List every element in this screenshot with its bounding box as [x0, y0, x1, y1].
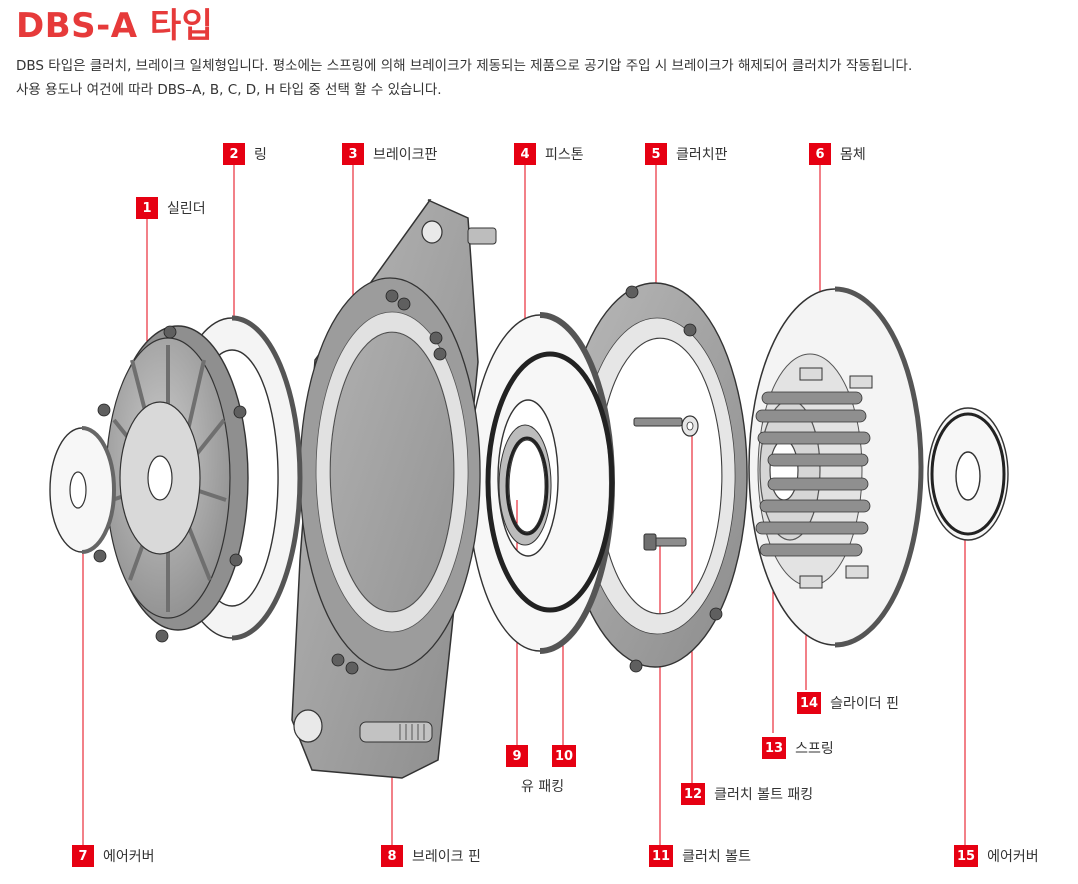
callout-7-number: 7: [72, 845, 94, 867]
callout-12-number: 12: [681, 783, 706, 805]
callout-15: 15 에어커버: [954, 845, 1039, 867]
part-clutch-bolt-packing: [681, 415, 699, 437]
callout-10-number: 10: [552, 745, 577, 767]
callout-10: 10: [552, 745, 577, 767]
callout-5-number: 5: [645, 143, 667, 165]
callout-13: 13 스프링: [762, 737, 834, 759]
callout-7-label: 에어커버: [103, 849, 155, 865]
callout-4-label: 피스톤: [545, 147, 584, 163]
callout-6-label: 몸체: [840, 147, 866, 163]
callout-5-label: 클러치판: [676, 147, 728, 163]
callout-14-number: 14: [797, 692, 822, 714]
part-clutch-plate: [562, 282, 748, 673]
callout-3: 3 브레이크판: [342, 143, 437, 165]
callout-12-label: 클러치 볼트 패킹: [714, 787, 814, 803]
callout-3-label: 브레이크판: [373, 147, 438, 163]
callout-4-number: 4: [514, 143, 536, 165]
part-body: [748, 286, 924, 648]
description: DBS 타입은 클러치, 브레이크 일체형입니다. 평소에는 스프링에 의해 브…: [16, 54, 912, 102]
callout-2-label: 링: [254, 147, 267, 163]
callout-2-number: 2: [223, 143, 245, 165]
part-air-cover-right: [927, 407, 1009, 541]
part-brake-plate: [291, 199, 481, 779]
page-title: DBS-A 타입: [16, 6, 214, 46]
description-line-2: 사용 용도나 여건에 따라 DBS–A, B, C, D, H 타입 중 선택 …: [16, 82, 442, 98]
part-u-packing: [498, 424, 552, 546]
callout-15-label: 에어커버: [987, 849, 1039, 865]
callout-1-label: 실린더: [167, 201, 206, 217]
part-cylinder: [93, 325, 249, 643]
callout-4: 4 피스톤: [514, 143, 584, 165]
part-air-cover-left: [49, 426, 116, 554]
callout-8-label: 브레이크 핀: [412, 849, 481, 865]
callout-11-number: 11: [649, 845, 674, 867]
callout-14: 14 슬라이더 핀: [797, 692, 899, 714]
part-clutch-bolt: [633, 417, 687, 551]
callout-6-number: 6: [809, 143, 831, 165]
part-brake-pin: [359, 227, 497, 743]
callout-7: 7 에어커버: [72, 845, 155, 867]
callout-1-number: 1: [136, 197, 158, 219]
callout-13-label: 스프링: [795, 741, 834, 757]
callout-12: 12 클러치 볼트 패킹: [681, 783, 813, 805]
callout-8: 8 브레이크 핀: [381, 845, 481, 867]
callout-15-number: 15: [954, 845, 979, 867]
callout-3-number: 3: [342, 143, 364, 165]
callout-8-number: 8: [381, 845, 403, 867]
callout-2: 2 링: [223, 143, 267, 165]
callout-11-label: 클러치 볼트: [682, 849, 751, 865]
callout-9: 9: [506, 745, 528, 767]
callout-13-number: 13: [762, 737, 787, 759]
callout-11: 11 클러치 볼트: [649, 845, 751, 867]
callout-9-number: 9: [506, 745, 528, 767]
u-packing-label: 유 패킹: [521, 779, 565, 795]
callout-5: 5 클러치판: [645, 143, 728, 165]
part-packing-ring-outer: [485, 351, 615, 613]
callout-14-label: 슬라이더 핀: [830, 696, 899, 712]
callout-1: 1 실린더: [136, 197, 206, 219]
description-line-1: DBS 타입은 클러치, 브레이크 일체형입니다. 평소에는 스프링에 의해 브…: [16, 58, 913, 74]
callout-6: 6 몸체: [809, 143, 866, 165]
